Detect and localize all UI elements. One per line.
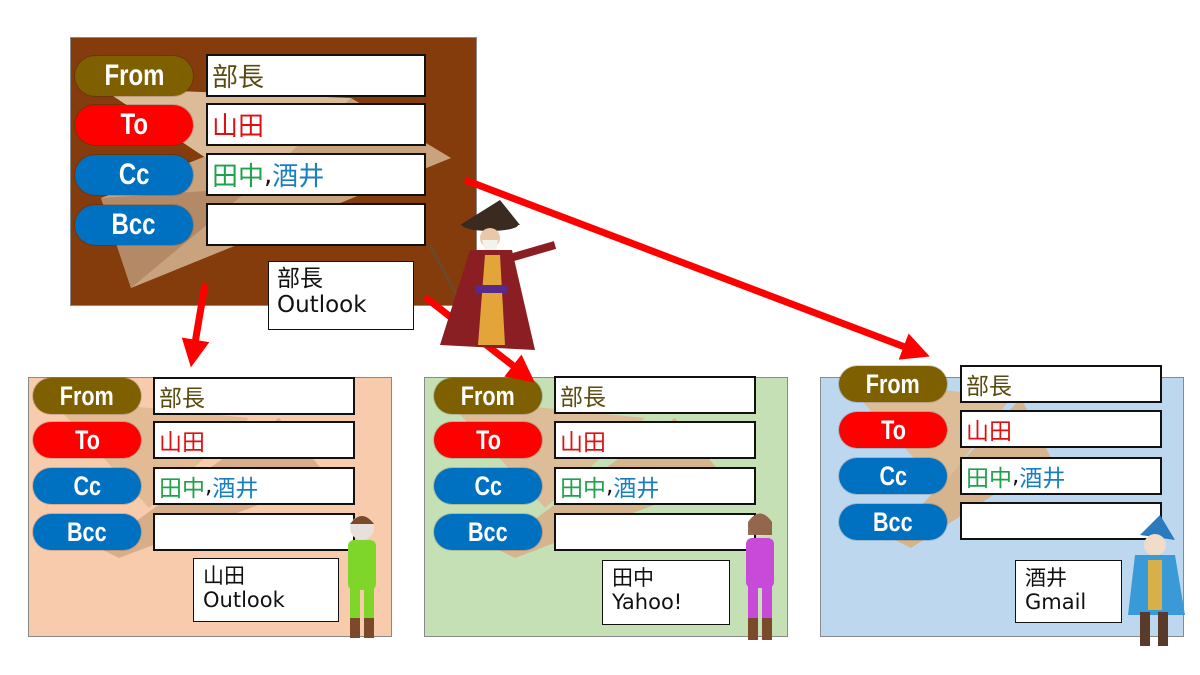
to-label-pill: To	[75, 105, 193, 145]
from-field: 部長	[960, 365, 1162, 403]
cc-label-pill: Cc	[434, 468, 542, 504]
from-label-pill: From	[434, 378, 542, 414]
mage-character-icon	[1128, 515, 1185, 646]
bcc-label-pill: Bcc	[434, 514, 542, 550]
from-field: 部長	[554, 376, 756, 414]
cc-field: 田中,酒井	[960, 457, 1162, 495]
bcc-field	[206, 203, 426, 246]
to-label-pill: To	[33, 422, 141, 458]
girl-character-icon	[746, 513, 774, 640]
arrow-to-yamada	[181, 283, 210, 368]
to-field: 山田	[206, 103, 426, 146]
cc-label-pill: Cc	[33, 468, 141, 504]
to-label-pill: To	[434, 422, 542, 458]
boy-character-icon	[348, 516, 376, 638]
to-field: 山田	[960, 410, 1162, 448]
cc-label-pill: Cc	[839, 458, 947, 494]
from-field: 部長	[153, 377, 355, 415]
from-label-pill: From	[33, 378, 141, 414]
to-field: 山田	[153, 421, 355, 459]
arrow-to-sakai	[463, 176, 930, 360]
bcc-label-pill: Bcc	[75, 205, 193, 245]
to-label-pill: To	[839, 412, 947, 448]
bcc-field	[960, 502, 1162, 540]
from-field: 部長	[206, 54, 426, 97]
wizard-character-icon	[428, 200, 557, 350]
cc-label-pill: Cc	[75, 155, 193, 195]
cc-field: 田中,酒井	[206, 153, 426, 196]
to-field: 山田	[554, 421, 756, 459]
bcc-label-pill: Bcc	[33, 514, 141, 550]
from-label-pill: From	[75, 56, 193, 96]
from-label-pill: From	[839, 366, 947, 402]
cc-field: 田中,酒井	[153, 467, 355, 505]
bcc-field	[554, 513, 756, 551]
cc-field: 田中,酒井	[554, 467, 756, 505]
bcc-label-pill: Bcc	[839, 504, 947, 540]
